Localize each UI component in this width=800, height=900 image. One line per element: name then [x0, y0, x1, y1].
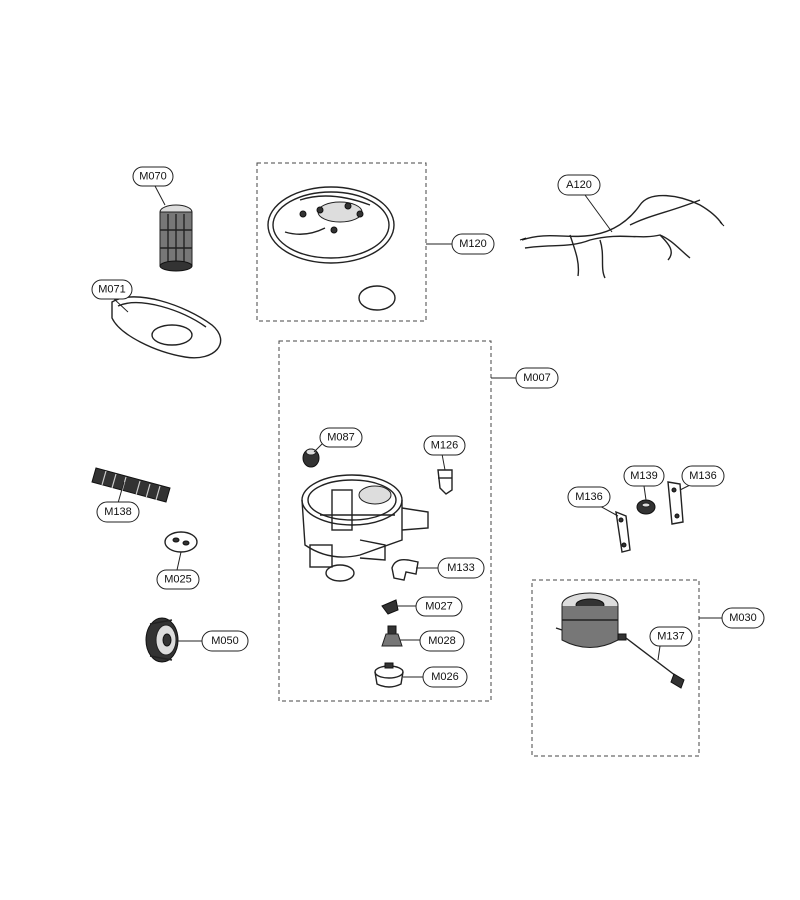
bracket-part	[437, 469, 453, 495]
leader-m139	[643, 485, 647, 501]
leader-m126	[441, 453, 446, 471]
svg-text:M027: M027	[425, 601, 453, 613]
leader-a120	[584, 194, 613, 233]
svg-text:M007: M007	[523, 372, 551, 384]
mesh-filter-part	[111, 296, 222, 359]
svg-text:M137: M137	[657, 631, 685, 643]
svg-text:M050: M050	[211, 635, 239, 647]
motor-part	[555, 592, 619, 648]
sensor-cable-part	[617, 633, 685, 689]
svg-text:M133: M133	[447, 562, 475, 574]
callout-m087: M087	[319, 427, 363, 448]
bracket-right-part	[667, 481, 684, 525]
callout-m030: M030	[721, 607, 765, 629]
callout-m133: M133	[437, 557, 485, 579]
svg-text:M025: M025	[164, 574, 192, 586]
svg-text:M087: M087	[327, 432, 355, 444]
svg-text:M070: M070	[139, 171, 167, 183]
small-disc-part	[164, 531, 198, 553]
callout-m137: M137	[649, 626, 693, 647]
callout-m139: M139	[623, 465, 665, 487]
svg-text:M030: M030	[729, 612, 757, 624]
leader-m071	[112, 297, 129, 313]
disc-assembly-part	[267, 186, 396, 311]
svg-text:M136: M136	[575, 491, 603, 503]
wiring-harness-part	[519, 194, 725, 279]
sump-housing-part	[301, 474, 429, 582]
callout-m050: M050	[201, 630, 249, 652]
callout-m026: M026	[422, 666, 468, 688]
svg-text:M126: M126	[431, 440, 459, 452]
svg-text:M136: M136	[689, 470, 717, 482]
callout-m007: M007	[515, 367, 559, 389]
leader-m087	[313, 443, 323, 453]
cap-part	[374, 662, 404, 688]
callout-m120: M120	[451, 233, 495, 255]
grommet-part	[636, 499, 656, 515]
clip-part	[381, 599, 399, 615]
svg-text:M120: M120	[459, 238, 487, 250]
svg-text:M071: M071	[98, 284, 126, 296]
hose-part	[91, 467, 171, 503]
knob-part	[381, 625, 403, 647]
bracket-left-part	[615, 510, 631, 553]
leader-m137	[657, 645, 661, 661]
filter-cylinder-part	[159, 204, 193, 272]
callout-m138: M138	[96, 501, 140, 523]
group-box-m120	[256, 162, 427, 322]
small-valve-part	[302, 448, 320, 468]
callout-m028: M028	[419, 630, 465, 652]
svg-text:M026: M026	[431, 671, 459, 683]
callout-a120: A120	[557, 174, 601, 196]
callout-m136-left: M136	[567, 486, 611, 508]
leader-m138	[117, 481, 125, 504]
leader-m070	[154, 185, 166, 206]
leader-m025	[176, 551, 182, 571]
group-box-m030	[531, 579, 700, 757]
svg-text:A120: A120	[566, 179, 592, 191]
callout-m071: M071	[91, 279, 133, 300]
callout-m027: M027	[415, 596, 463, 617]
callout-m025: M025	[156, 569, 200, 590]
svg-text:M028: M028	[428, 635, 456, 647]
callout-m136-right: M136	[681, 465, 725, 487]
svg-text:M138: M138	[104, 506, 132, 518]
elbow-fitting-part	[391, 558, 419, 581]
callout-m126: M126	[423, 435, 466, 456]
svg-text:M139: M139	[630, 470, 658, 482]
callout-m070: M070	[132, 166, 174, 187]
group-box-m007	[278, 340, 492, 702]
motor-hub-part	[145, 617, 179, 663]
